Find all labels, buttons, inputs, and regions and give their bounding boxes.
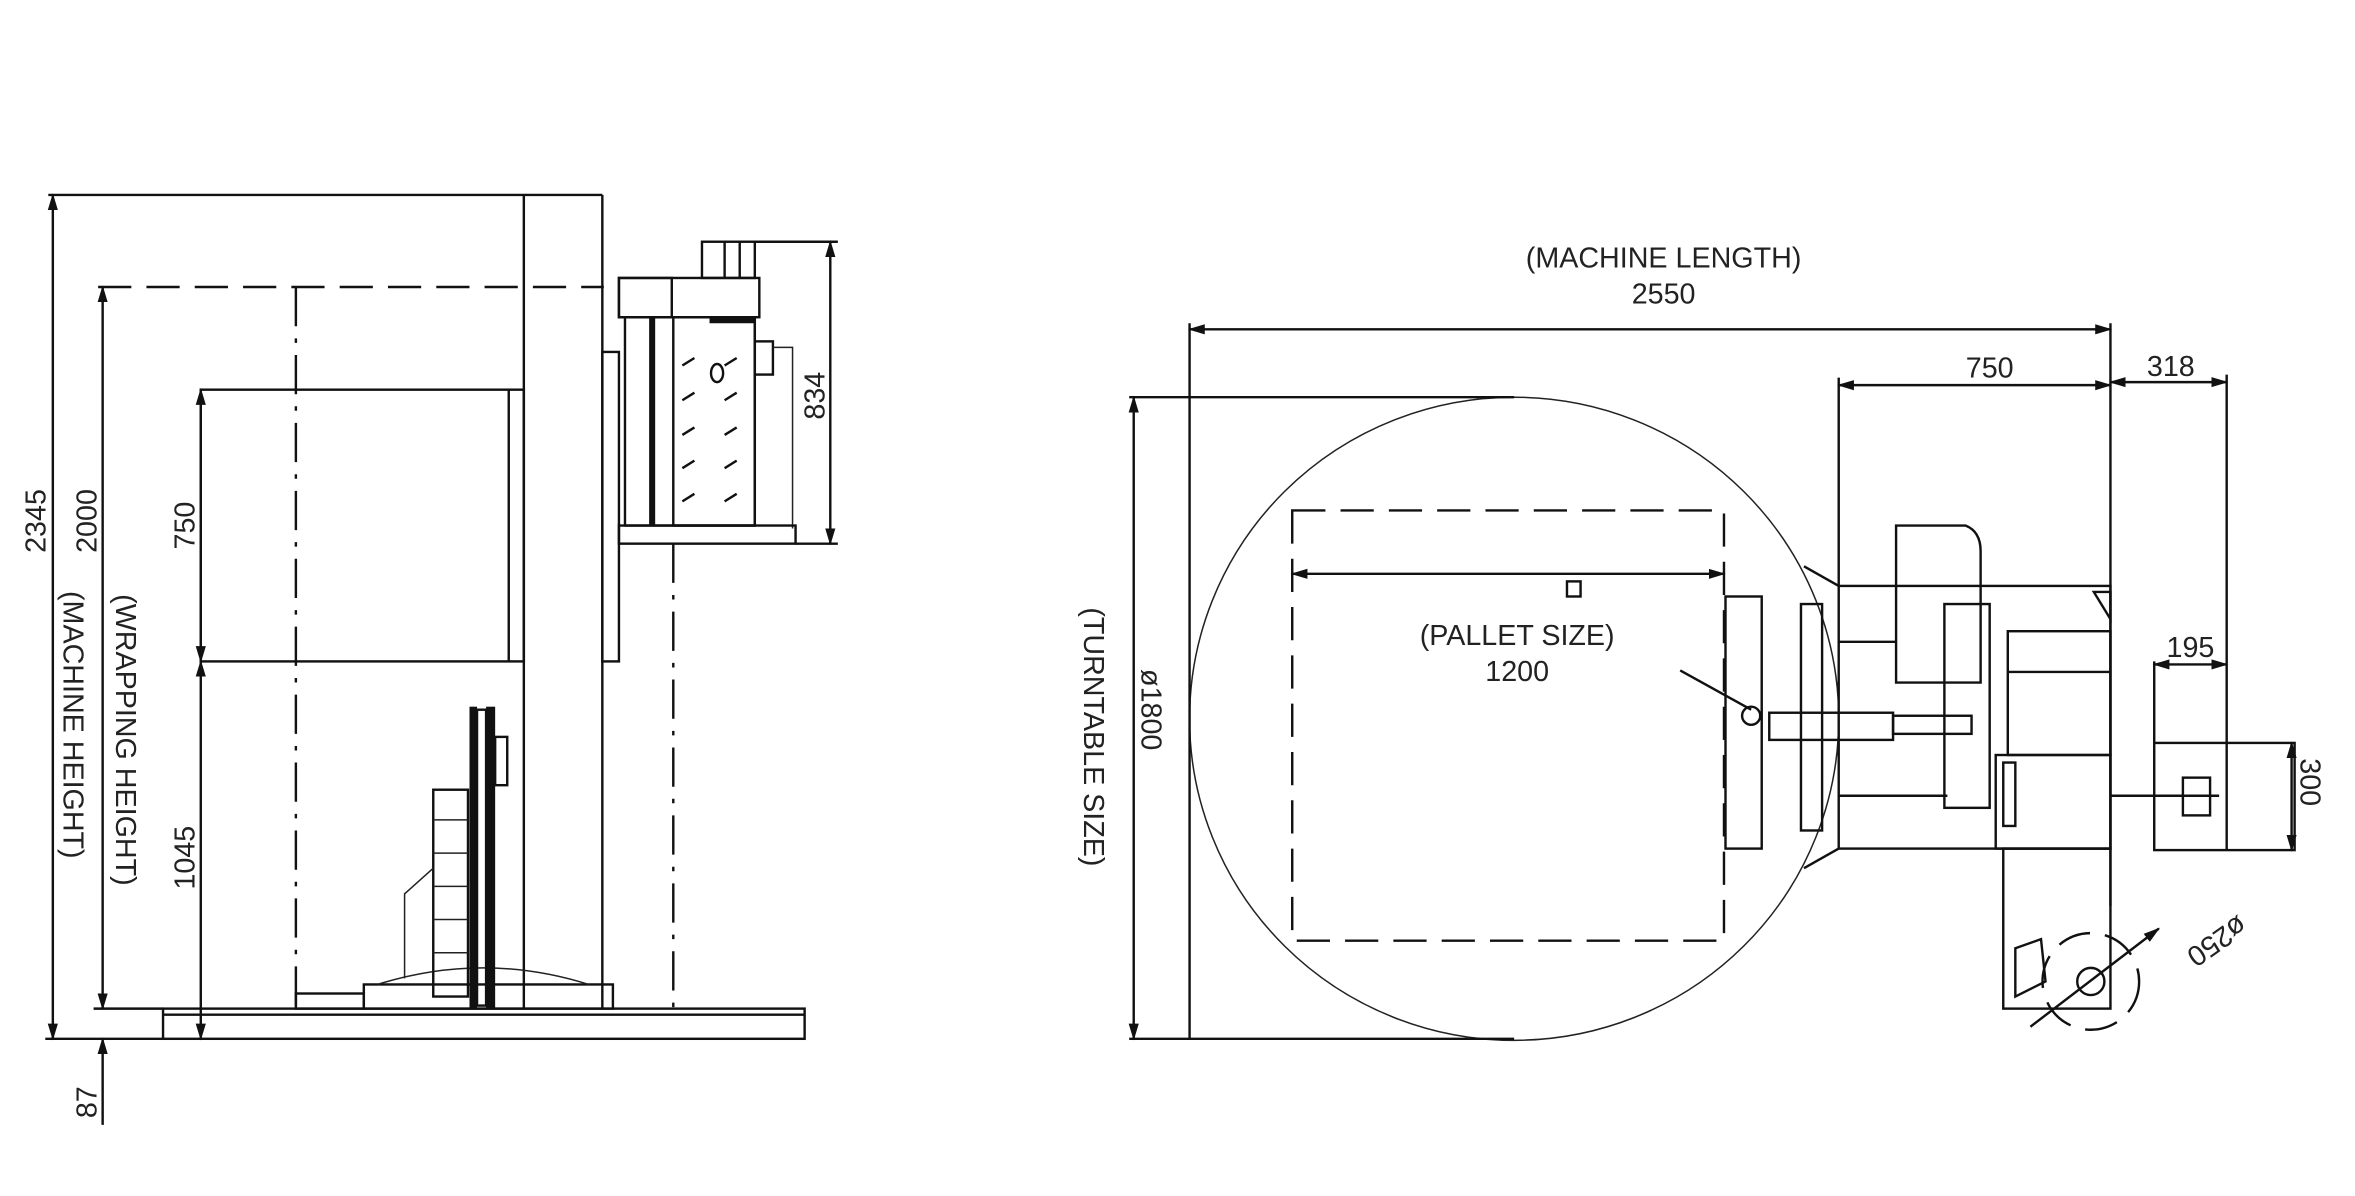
- base-platform: [161, 967, 806, 1041]
- pallet-size-label: (PALLET SIZE): [1420, 620, 1615, 652]
- machine-length-value: 2550: [1632, 279, 1696, 311]
- head-height-dimension: 834: [799, 372, 831, 420]
- machine-height-value: 2345: [20, 489, 52, 553]
- turntable: [1188, 396, 1840, 1042]
- machine-height-label: (MACHINE HEIGHT): [56, 591, 88, 859]
- upper-section-dimension: 750: [170, 502, 202, 550]
- machine-frame: [48, 193, 675, 1009]
- wheel-diameter-dimension: ø250: [2181, 909, 2253, 973]
- wrapping-height-label: (WRAPPING HEIGHT): [109, 594, 141, 886]
- box-height-dimension: 300: [2294, 758, 2326, 806]
- turntable-diameter: ø1800: [1134, 669, 1166, 750]
- top-dimensions: (MACHINE LENGTH) 2550 750 318 (PALLET SI…: [1077, 242, 2326, 1041]
- wrapping-height-value: 2000: [72, 489, 104, 553]
- base-height-dimension: 87: [72, 1086, 104, 1118]
- wheel-outline: [2041, 931, 2141, 1031]
- top-view: (MACHINE LENGTH) 2550 750 318 (PALLET SI…: [1077, 242, 2326, 1042]
- frame-width-dimension: 750: [1966, 353, 2014, 385]
- lower-section-dimension: 1045: [170, 826, 202, 890]
- turntable-size-label: (TURNTABLE SIZE): [1077, 607, 1109, 866]
- side-view: 2345 (MACHINE HEIGHT) 2000 (WRAPPING HEI…: [20, 193, 838, 1125]
- pallet-size-value: 1200: [1485, 656, 1549, 688]
- film-carriage: [403, 706, 509, 1009]
- machine-length-label: (MACHINE LENGTH): [1526, 242, 1802, 274]
- side-dimensions: 2345 (MACHINE HEIGHT) 2000 (WRAPPING HEI…: [20, 193, 838, 1125]
- box-width-dimension: 195: [2167, 632, 2215, 664]
- top-press-head: [617, 240, 797, 545]
- offset-dimension: 318: [2147, 351, 2195, 383]
- pallet-outline: [1291, 509, 1726, 942]
